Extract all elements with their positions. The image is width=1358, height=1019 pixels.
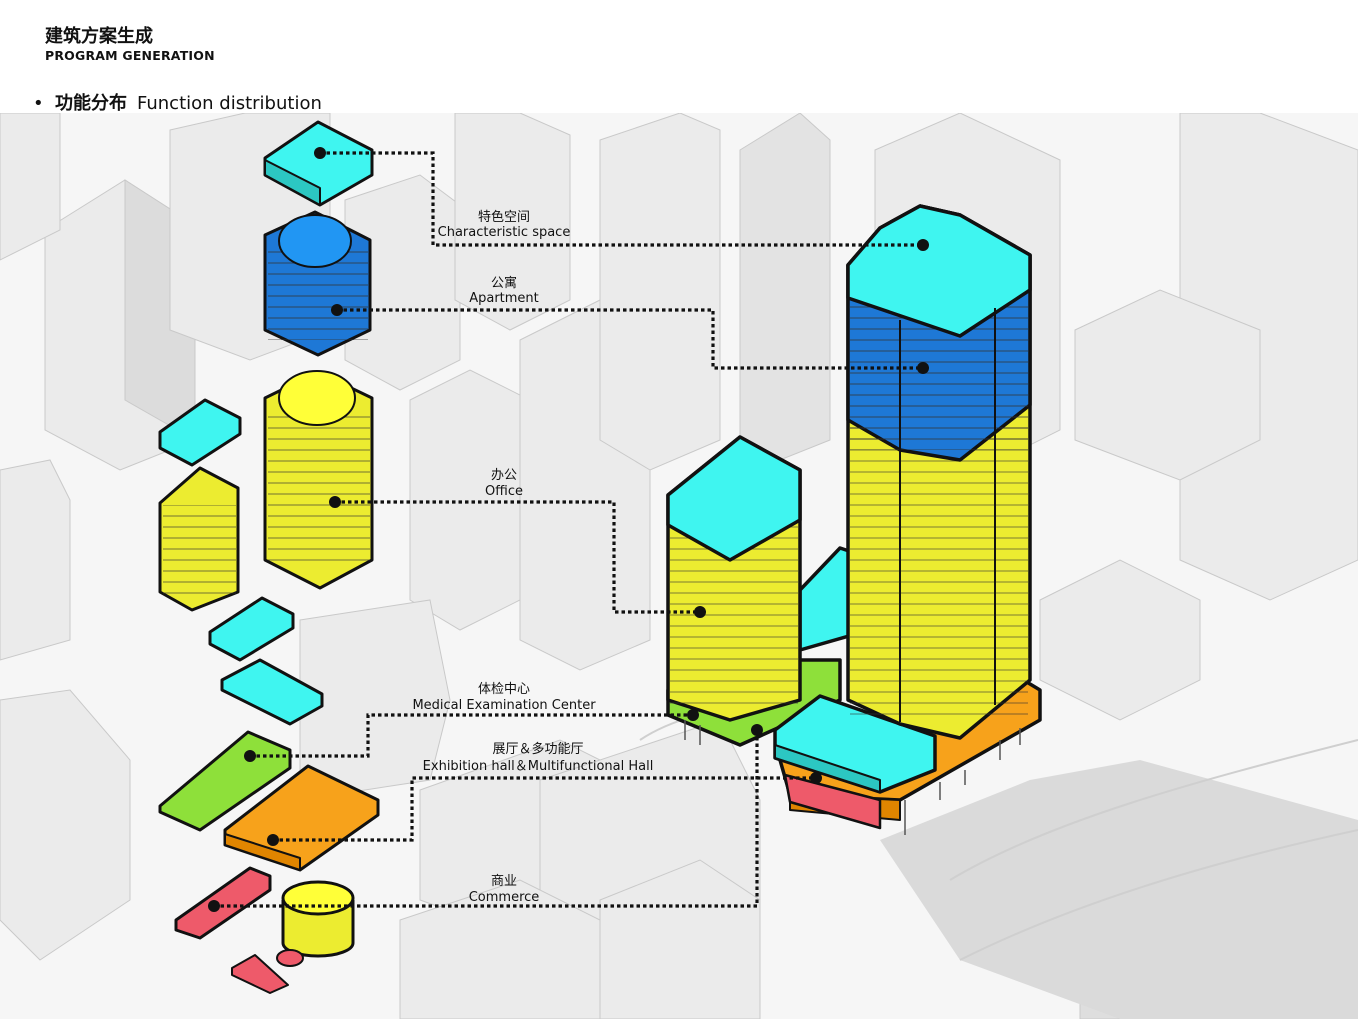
label-exhibition-en: Exhibition hall＆Multifunctional Hall xyxy=(423,759,654,774)
label-medical-en: Medical Examination Center xyxy=(412,698,596,713)
leader-medical xyxy=(250,713,693,758)
leader-apartment xyxy=(337,308,923,370)
section-title-en: Function distribution xyxy=(137,93,322,114)
function-distribution-diagram: 特色空间 Characteristic space 公寓 Apartment 办… xyxy=(0,113,1358,1019)
label-commerce-en: Commerce xyxy=(469,890,540,905)
exploded-characteristic-slab-1 xyxy=(158,398,242,467)
exploded-apartment-block xyxy=(263,210,372,357)
label-characteristic-cn: 特色空间 xyxy=(478,209,530,225)
function-labels: 特色空间 Characteristic space 公寓 Apartment 办… xyxy=(412,209,653,905)
label-apartment-en: Apartment xyxy=(469,291,539,306)
exploded-exhibition-block xyxy=(223,764,380,872)
section-title-cn: 功能分布 xyxy=(55,93,127,114)
label-office-cn: 办公 xyxy=(491,468,517,483)
exploded-characteristic-slab-3 xyxy=(220,658,324,726)
leader-characteristic xyxy=(320,151,923,247)
podium-characteristic-roof xyxy=(773,694,937,794)
section-heading: • 功能分布 Function distribution xyxy=(33,89,322,115)
podium-columns xyxy=(684,720,1021,835)
label-office-en: Office xyxy=(485,484,523,499)
label-apartment-cn: 公寓 xyxy=(491,275,517,291)
exploded-office-tower xyxy=(263,370,374,590)
exploded-program-blocks xyxy=(158,120,380,994)
bullet-icon: • xyxy=(33,93,44,114)
leader-office xyxy=(335,500,700,614)
leader-exhibition xyxy=(273,776,816,842)
city-context xyxy=(0,113,1358,1019)
office-midrise-tower xyxy=(666,435,802,722)
label-commerce-cn: 商业 xyxy=(491,874,517,889)
leader-dots xyxy=(208,147,929,912)
exploded-office-block xyxy=(158,466,240,612)
exploded-characteristic-slab-2 xyxy=(208,596,295,662)
podium-commerce xyxy=(783,773,882,830)
label-characteristic-en: Characteristic space xyxy=(438,225,571,240)
assembled-massing xyxy=(666,204,1042,835)
page-title-en: PROGRAM GENERATION xyxy=(45,48,215,63)
main-tower xyxy=(846,204,1032,740)
leader-lines xyxy=(214,151,923,908)
label-exhibition-cn: 展厅＆多功能厅 xyxy=(492,741,583,757)
label-medical-cn: 体检中心 xyxy=(478,682,530,697)
leader-commerce xyxy=(214,730,759,908)
exploded-office-cylinder xyxy=(281,880,355,958)
page-title-cn: 建筑方案生成 xyxy=(45,26,153,47)
exploded-commerce-small xyxy=(231,949,304,994)
exploded-commerce-block xyxy=(174,866,272,940)
exploded-characteristic-cap xyxy=(263,120,374,207)
